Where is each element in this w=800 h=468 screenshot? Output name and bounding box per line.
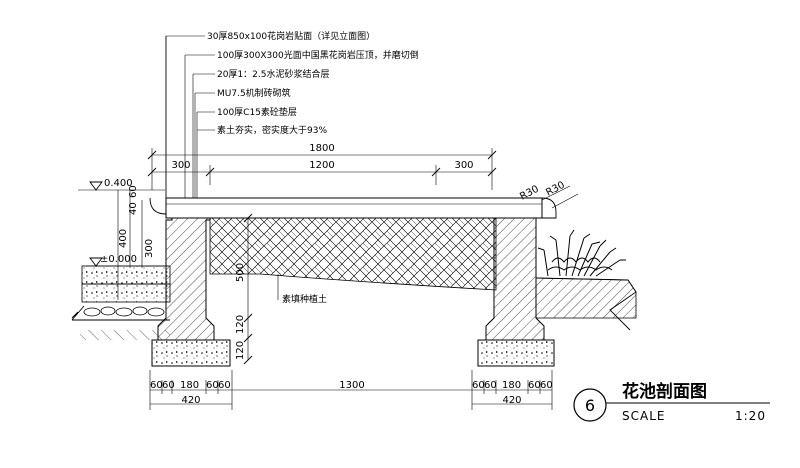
title-block: 6 花池剖面图 SCALE 1:20 [573, 381, 770, 423]
inner-dim-120b: 120 [235, 341, 246, 360]
scale-word: SCALE [622, 409, 665, 423]
layer-note-1: 30厚850x100花岗岩贴面（详见立面图） [207, 30, 375, 42]
right-wall [477, 197, 557, 367]
dim-overall: 1800 [309, 143, 334, 154]
level-0000: ±0.000 [100, 254, 137, 265]
layer-notes: 30厚850x100花岗岩贴面（详见立面图） 100厚300X300光面中国黑花… [166, 30, 419, 200]
left-dim-60: 60 [128, 185, 139, 198]
bdim-r-180: 180 [502, 380, 521, 391]
detail-number: 6 [585, 396, 595, 415]
level-0400: 0.400 [104, 178, 133, 189]
dim-right-300: 300 [454, 160, 473, 171]
bdim-l-420: 420 [181, 395, 200, 406]
layer-note-4: MU7.5机制砖砌筑 [217, 87, 291, 99]
drawing-title: 花池剖面图 [622, 381, 707, 402]
layer-note-5: 100厚C15素砼垫层 [217, 106, 297, 118]
bdim-l-60d: 60 [218, 380, 231, 391]
bottom-dimensions: 60 60 180 60 60 420 1300 60 60 180 60 60… [149, 370, 553, 410]
bdim-l-60a: 60 [150, 380, 163, 391]
plant-shrub [537, 229, 626, 277]
bdim-r-60d: 60 [540, 380, 553, 391]
left-wall [149, 197, 231, 367]
layer-note-2: 100厚300X300光面中国黑花岗岩压顶，并磨切倒 [217, 49, 419, 61]
bdim-r-60a: 60 [472, 380, 485, 391]
left-dim-400: 400 [118, 229, 129, 248]
dim-left-300: 300 [171, 160, 190, 171]
layer-note-6: 素土夯实，密实度大于93% [217, 124, 327, 136]
bdim-r-60b: 60 [484, 380, 497, 391]
bdim-l-180: 180 [180, 380, 199, 391]
inner-vertical-dims: 500 120 120 [235, 213, 253, 365]
detail-number-circle [573, 388, 607, 422]
dim-middle-1200: 1200 [309, 160, 334, 171]
bdim-r-420: 420 [502, 395, 521, 406]
left-dim-40: 40 [128, 202, 139, 215]
bdim-r-60c: 60 [528, 380, 541, 391]
right-ground [535, 277, 637, 331]
radius-label-2: R30 [544, 180, 567, 199]
inner-dim-500: 500 [235, 263, 246, 282]
left-ground-section [71, 265, 171, 340]
planting-soil [209, 217, 497, 291]
top-dimensions: 1800 300 1200 300 [147, 143, 497, 190]
layer-note-3: 20厚1：2.5水泥砂浆结合层 [217, 68, 330, 80]
bdim-1300: 1300 [339, 380, 364, 391]
bdim-l-60b: 60 [162, 380, 175, 391]
soil-label: 素填种植土 [282, 293, 327, 305]
scale-value: 1:20 [735, 409, 766, 423]
inner-dim-120a: 120 [235, 315, 246, 334]
left-dim-300: 300 [144, 239, 155, 258]
bdim-l-60c: 60 [206, 380, 219, 391]
coping-slab [165, 197, 543, 219]
